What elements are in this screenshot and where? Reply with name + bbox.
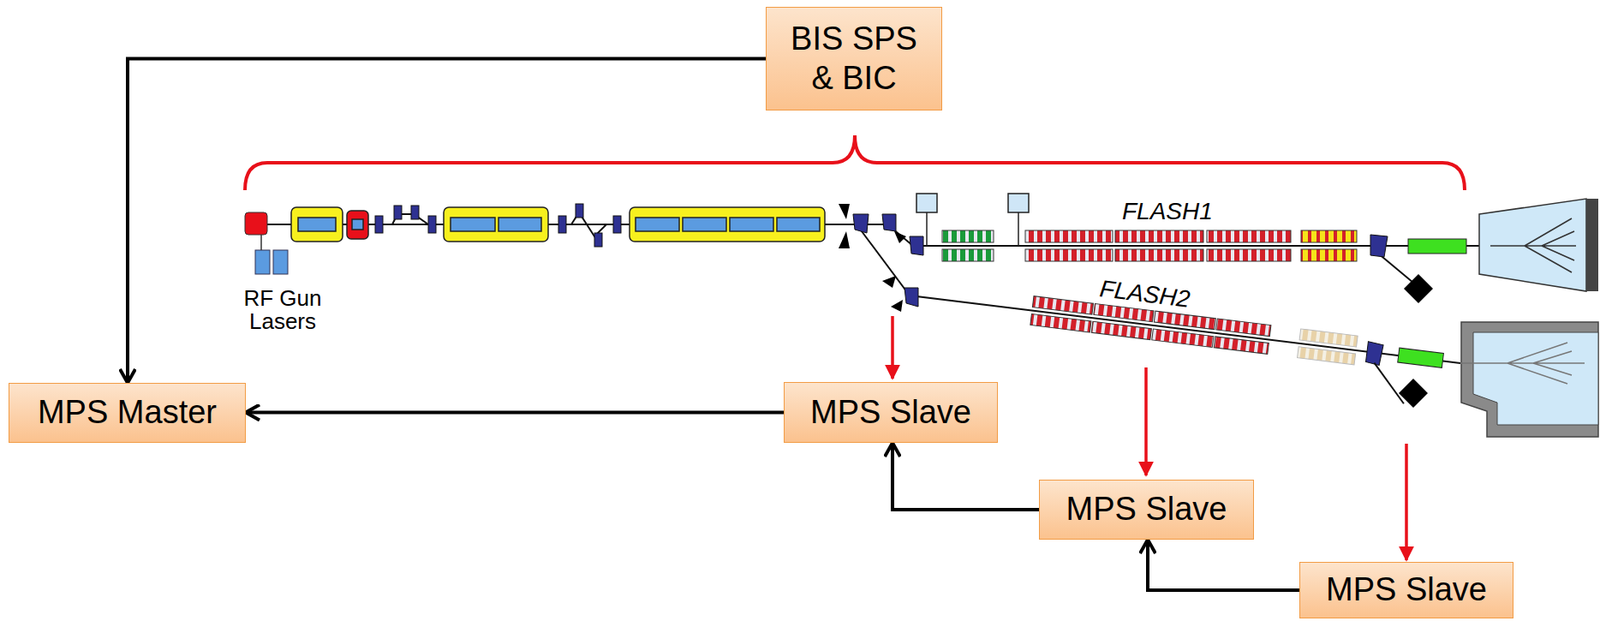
signal-connector bbox=[892, 442, 1039, 510]
collimator bbox=[838, 203, 907, 312]
undulator bbox=[1026, 296, 1445, 408]
bunch-compressor bbox=[375, 203, 621, 247]
box-label: MPS Master bbox=[37, 393, 217, 433]
beam-dump bbox=[1403, 274, 1433, 304]
mps-box: MPS Slave bbox=[783, 382, 998, 443]
box-label: MPS Slave bbox=[1066, 489, 1228, 530]
mps-box: MPS Master bbox=[8, 382, 246, 443]
beam-dump bbox=[1398, 378, 1428, 408]
diagnostic-station bbox=[916, 193, 1029, 246]
box-label: MPS Slave bbox=[1325, 570, 1487, 610]
component-label: RF Gun Lasers bbox=[229, 286, 336, 335]
accelerator-module bbox=[291, 207, 825, 242]
mps-box: MPS Slave bbox=[1299, 561, 1514, 619]
rf-gun bbox=[244, 212, 268, 235]
mps-box: BIS SPS & BIC bbox=[765, 6, 943, 111]
laser bbox=[273, 250, 288, 275]
mps-box: MPS Slave bbox=[1038, 479, 1254, 540]
laser-line bbox=[260, 234, 263, 251]
signal-connector bbox=[245, 411, 784, 415]
undulator bbox=[942, 230, 1357, 262]
experiment-hall bbox=[1460, 322, 1599, 437]
beamline-label: FLASH2 bbox=[1098, 275, 1192, 313]
beamline-label: FLASH1 bbox=[1122, 198, 1213, 226]
photon-diagnostic bbox=[1408, 238, 1467, 254]
box-label: BIS SPS & BIC bbox=[778, 19, 930, 98]
beam-line bbox=[267, 224, 1491, 364]
bracket bbox=[244, 135, 1465, 191]
laser bbox=[255, 250, 270, 275]
experiment-hall bbox=[1479, 198, 1599, 292]
signal-connector bbox=[127, 59, 766, 384]
box-label: MPS Slave bbox=[810, 393, 972, 433]
signal-connector bbox=[1147, 539, 1300, 591]
